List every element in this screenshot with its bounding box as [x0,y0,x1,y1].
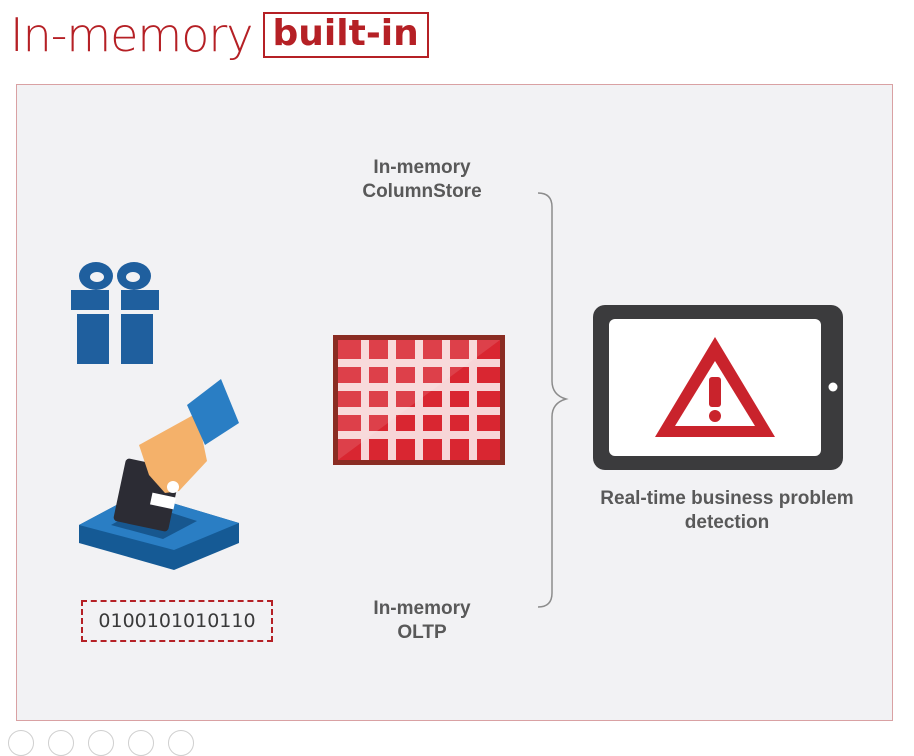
slide-nav-dots [8,730,194,756]
title-highlight: built-in [262,12,429,58]
diagram-panel: In-memory ColumnStore In-memory OLTP Rea… [16,84,893,721]
title-plain: In-memory [10,8,254,62]
page-title: In-memory built-in [10,12,429,58]
nav-dot[interactable] [8,730,34,756]
columnstore-label: In-memory ColumnStore [362,157,482,202]
columnstore-grid-icon [333,335,505,465]
card-payment-icon [79,379,239,570]
nav-dot[interactable] [88,730,114,756]
gift-icon [71,262,159,364]
nav-dot[interactable] [128,730,154,756]
brace-icon [537,192,569,608]
nav-dot[interactable] [168,730,194,756]
tablet-warning-icon [593,305,843,470]
oltp-label: In-memory OLTP [373,598,471,643]
detection-label: Real-time business problem detection [600,488,854,533]
binary-code-box: 0100101010110 [81,600,273,642]
nav-dot[interactable] [48,730,74,756]
